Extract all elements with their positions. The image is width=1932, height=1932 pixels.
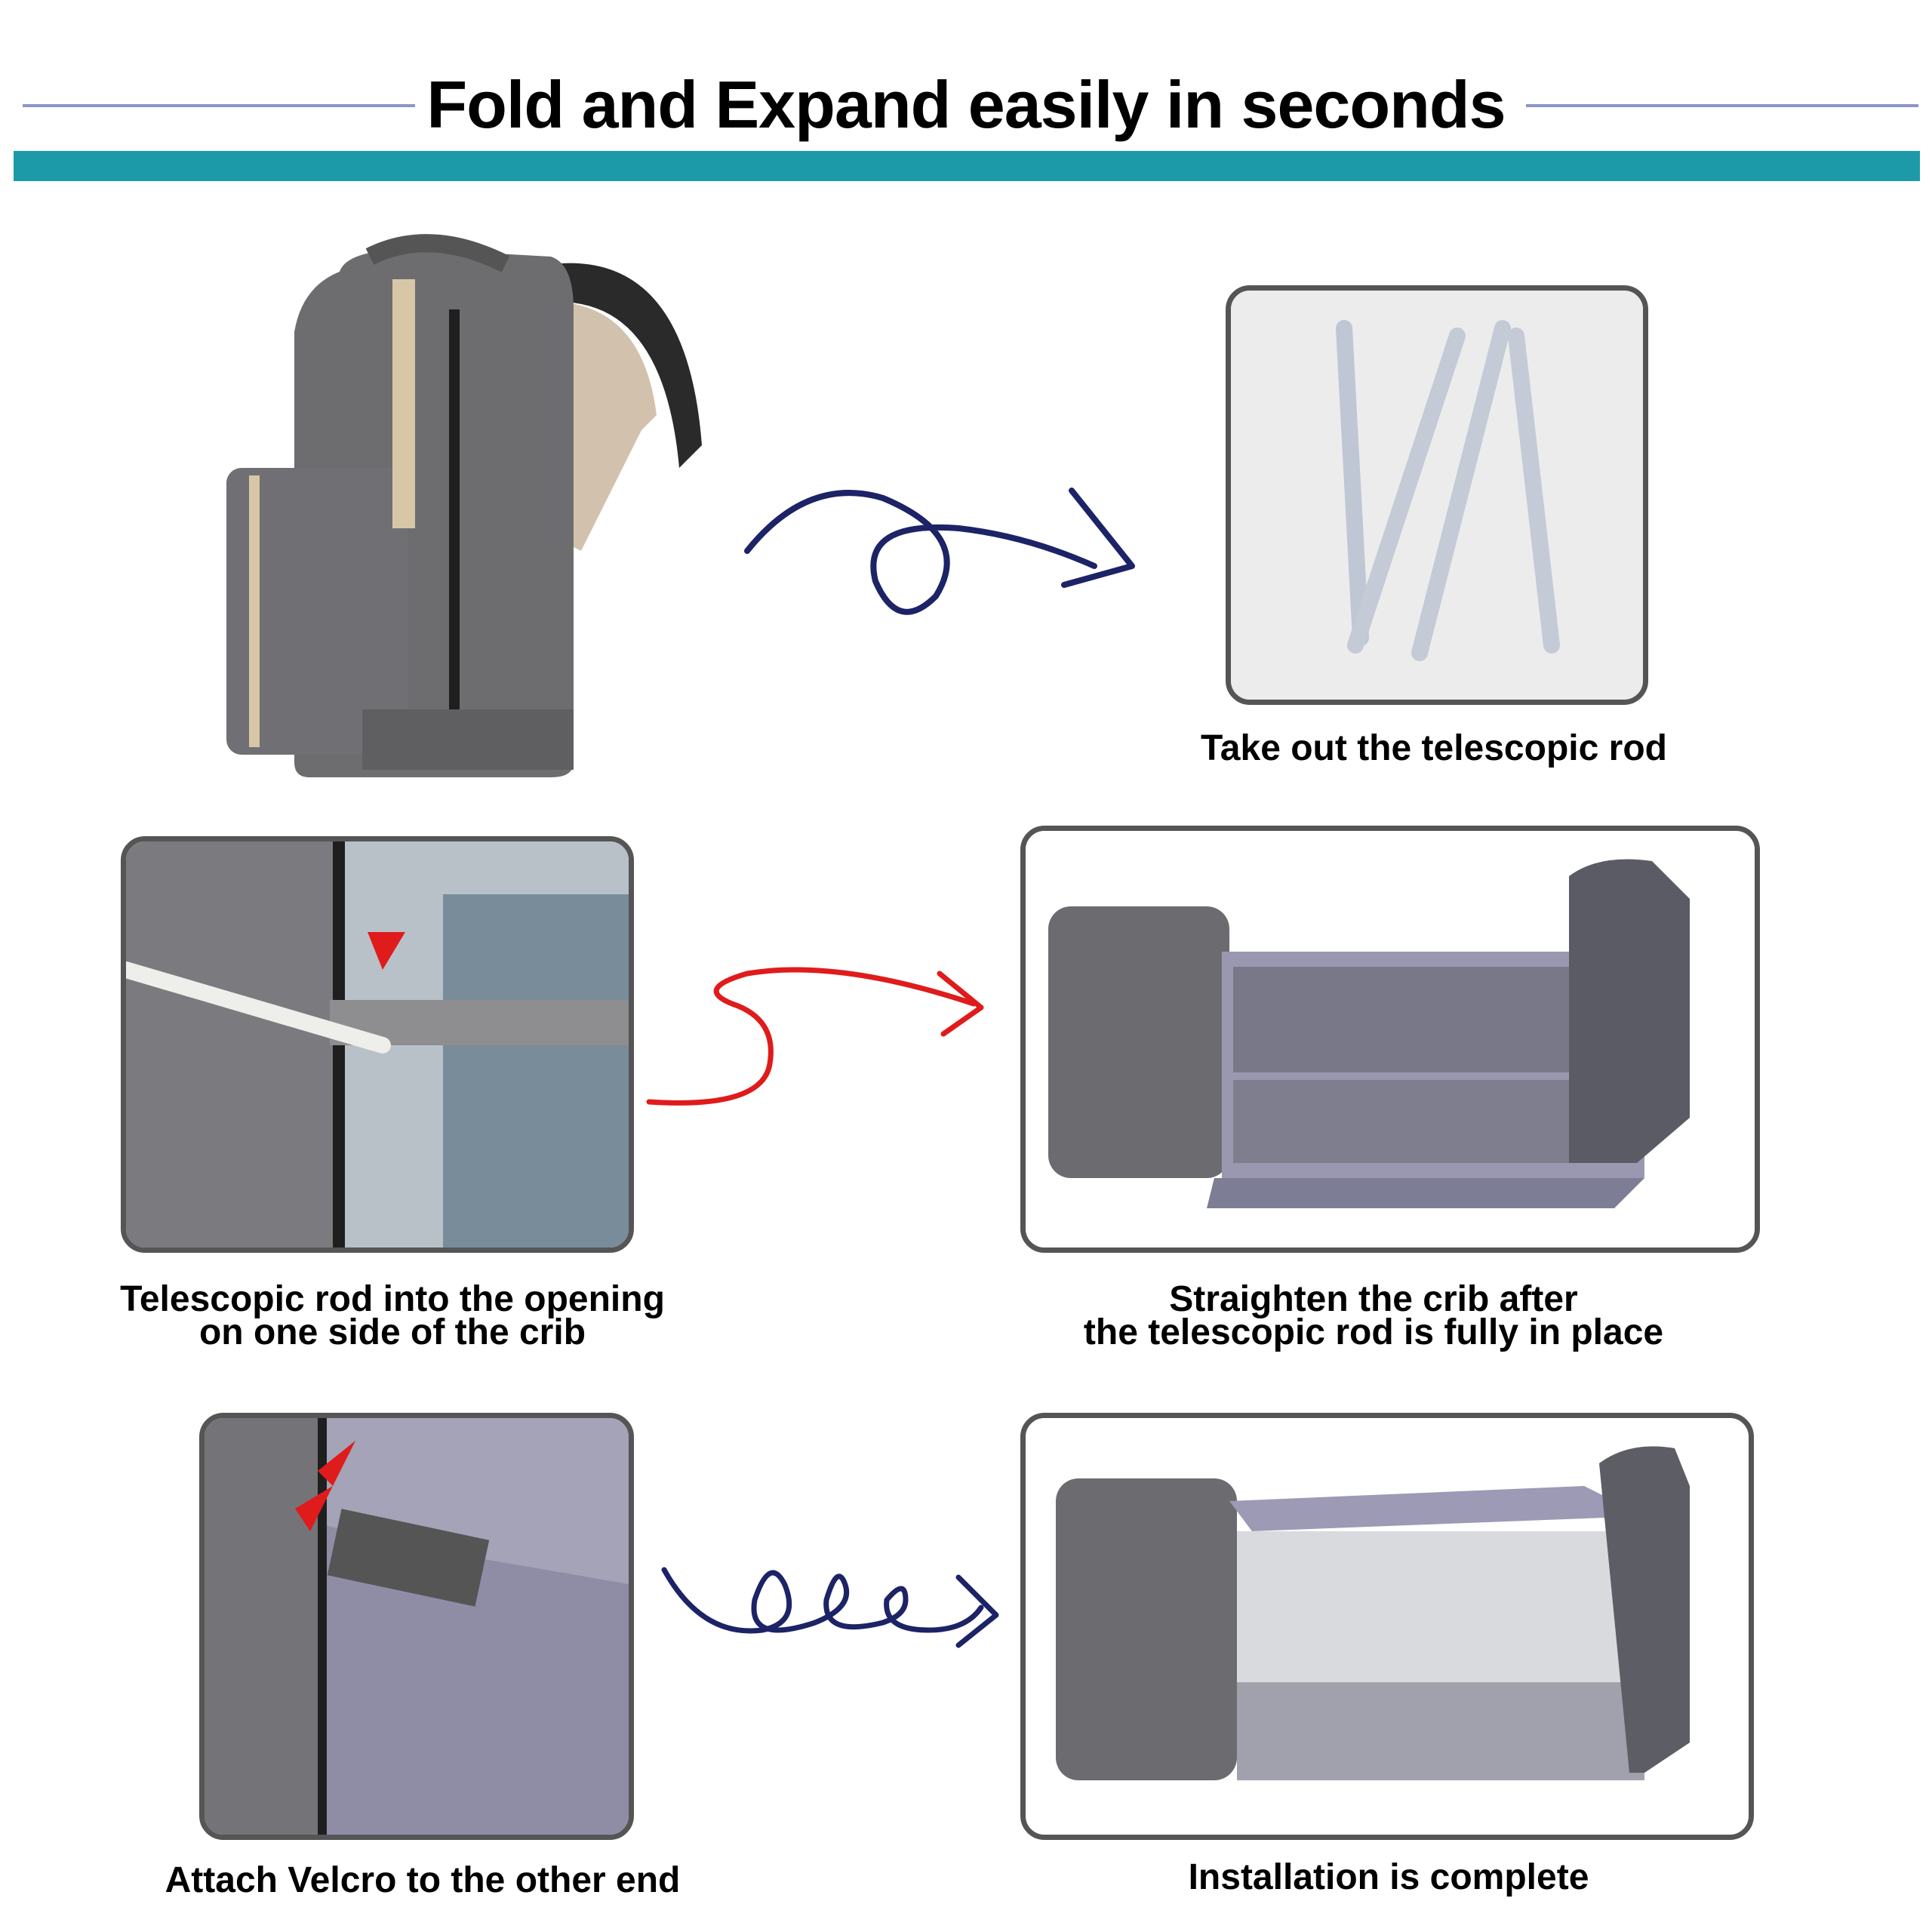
telescopic-rods-image xyxy=(1226,285,1648,705)
header-right-line xyxy=(1526,104,1918,107)
caption-line-1: Telescopic rod into the opening xyxy=(120,1279,665,1319)
step-caption-installation-complete: Installation is complete xyxy=(1188,1857,1589,1897)
header-left-line xyxy=(23,104,415,107)
page-title: Fold and Expand easily in seconds xyxy=(426,67,1506,142)
caption-line-1: Straighten the crib after xyxy=(1169,1279,1578,1319)
step-caption-rod-into-opening: Telescopic rod into the opening on one s… xyxy=(45,1279,740,1352)
step-caption-attach-velcro: Attach Velcro to the other end xyxy=(165,1860,681,1900)
caption-line-2: on one side of the crib xyxy=(198,1312,586,1352)
red-squiggle-arrow xyxy=(641,958,996,1117)
caption-line-2: the telescopic rod is fully in place xyxy=(1083,1312,1664,1352)
backpack-folded-image xyxy=(219,219,747,792)
step-caption-straighten-crib: Straighten the crib after the telescopic… xyxy=(1011,1279,1736,1352)
velcro-attach-image xyxy=(199,1413,634,1840)
installation-complete-image xyxy=(1020,1413,1754,1840)
loop-arrow-1 xyxy=(740,453,1147,634)
step-caption-take-out-rod: Take out the telescopic rod xyxy=(1201,728,1667,768)
rod-insertion-image xyxy=(121,836,634,1253)
crib-expanded-image xyxy=(1020,826,1760,1253)
header-accent-bar xyxy=(14,151,1920,181)
loop-arrow-2 xyxy=(657,1540,1011,1675)
